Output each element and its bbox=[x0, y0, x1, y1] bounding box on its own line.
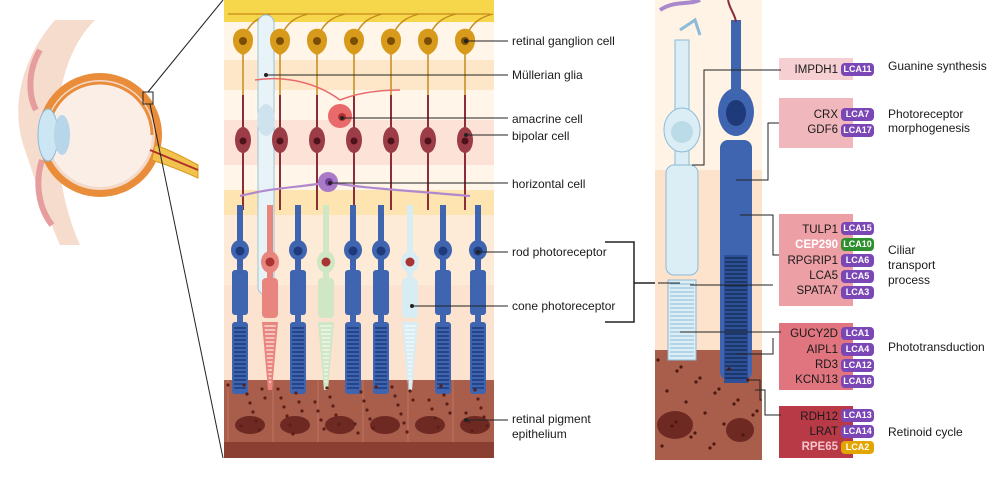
badge-lca11: LCA11 bbox=[841, 63, 874, 76]
bipolar-cell bbox=[457, 95, 473, 210]
process-morphogenesis: morphogenesis bbox=[888, 121, 971, 135]
label-epithelium: epithelium bbox=[512, 427, 567, 441]
retina-panel bbox=[224, 0, 494, 458]
gene-crx: CRX bbox=[813, 109, 838, 121]
bipolar-cell bbox=[346, 95, 362, 210]
badge-lca13: LCA13 bbox=[841, 409, 874, 422]
rod-cell bbox=[344, 205, 362, 394]
gene-group-boxes bbox=[779, 58, 853, 458]
badge-lca1: LCA1 bbox=[841, 327, 874, 340]
rod-cell bbox=[469, 205, 487, 394]
ganglion-cell bbox=[307, 28, 327, 100]
gene-rdh12: RDH12 bbox=[800, 411, 838, 423]
gene-tulp1: TULP1 bbox=[802, 224, 838, 236]
badge-lca17: LCA17 bbox=[841, 124, 874, 137]
gene-gucy2d: GUCY2D bbox=[790, 328, 838, 340]
badge-lca3: LCA3 bbox=[841, 286, 874, 299]
process-process: process bbox=[888, 273, 931, 287]
label-rod-photoreceptor: rod photoreceptor bbox=[512, 245, 607, 259]
badge-lca10: LCA10 bbox=[841, 238, 874, 251]
process-retinoid-cycle: Retinoid cycle bbox=[888, 425, 963, 439]
badge-lca16: LCA16 bbox=[841, 375, 874, 388]
process-guanine-synthesis: Guanine synthesis bbox=[888, 59, 987, 73]
ganglion-cell bbox=[344, 28, 364, 100]
bipolar-cell bbox=[272, 95, 288, 210]
gene-aipl1: AIPL1 bbox=[806, 344, 838, 356]
label-leader-lines bbox=[264, 39, 508, 422]
label-retinal-pigment: retinal pigment bbox=[512, 412, 591, 426]
gene-rd3: RD3 bbox=[814, 359, 838, 371]
badge-lca7: LCA7 bbox=[841, 108, 874, 121]
gene-spata7: SPATA7 bbox=[796, 285, 838, 297]
eye-cross-section bbox=[18, 0, 224, 459]
process-phototransduction: Phototransduction bbox=[888, 340, 985, 354]
process-transport: transport bbox=[888, 258, 936, 272]
bipolar-cell bbox=[383, 95, 399, 210]
process-photoreceptor: Photoreceptor bbox=[888, 107, 964, 121]
label-mullerian-glia: Müllerian glia bbox=[512, 68, 583, 82]
retina-cells bbox=[226, 13, 494, 442]
gene-cep290: CEP290 bbox=[795, 239, 838, 251]
gene-impdh1: IMPDH1 bbox=[794, 64, 838, 76]
rod-cell bbox=[289, 205, 307, 394]
label-retinal-ganglion-cell: retinal ganglion cell bbox=[512, 34, 615, 48]
badge-lca5: LCA5 bbox=[841, 270, 874, 283]
label-amacrine-cell: amacrine cell bbox=[512, 112, 583, 126]
gene-rpe65: RPE65 bbox=[801, 441, 838, 453]
rod-cell bbox=[372, 205, 390, 394]
label-cone-photoreceptor: cone photoreceptor bbox=[512, 299, 616, 313]
ganglion-cell bbox=[418, 28, 438, 100]
bipolar-cell bbox=[420, 95, 436, 210]
gene-gdf6: GDF6 bbox=[807, 124, 838, 136]
connector-lines bbox=[658, 69, 781, 416]
bipolar-cell bbox=[235, 95, 251, 210]
label-horizontal-cell: horizontal cell bbox=[512, 177, 586, 191]
cone-cell bbox=[401, 205, 419, 390]
badge-lca6: LCA6 bbox=[841, 254, 874, 267]
label-bipolar-cell: bipolar cell bbox=[512, 129, 570, 143]
gene-lca5: LCA5 bbox=[809, 270, 838, 282]
rod-cell bbox=[434, 205, 452, 394]
bipolar-cell bbox=[309, 95, 325, 210]
gene-kcnj13: KCNJ13 bbox=[795, 374, 838, 386]
badge-lca4: LCA4 bbox=[841, 343, 874, 356]
badge-lca2: LCA2 bbox=[841, 441, 874, 454]
cone-cell bbox=[261, 205, 279, 390]
badge-lca14: LCA14 bbox=[841, 425, 874, 438]
ganglion-cell bbox=[233, 28, 253, 100]
zoomed-photoreceptors bbox=[655, 0, 762, 460]
rod-cell bbox=[231, 205, 249, 394]
process-ciliar: Ciliar bbox=[888, 243, 916, 257]
gene-lrat: LRAT bbox=[809, 426, 838, 438]
badge-lca15: LCA15 bbox=[841, 222, 874, 235]
gene-rpgrip1: RPGRIP1 bbox=[787, 255, 839, 267]
photoreceptor-bracket bbox=[605, 241, 635, 323]
badge-lca12: LCA12 bbox=[841, 359, 874, 372]
cone-cell bbox=[317, 205, 335, 390]
ganglion-cell bbox=[270, 28, 290, 100]
ganglion-cell bbox=[381, 28, 401, 100]
